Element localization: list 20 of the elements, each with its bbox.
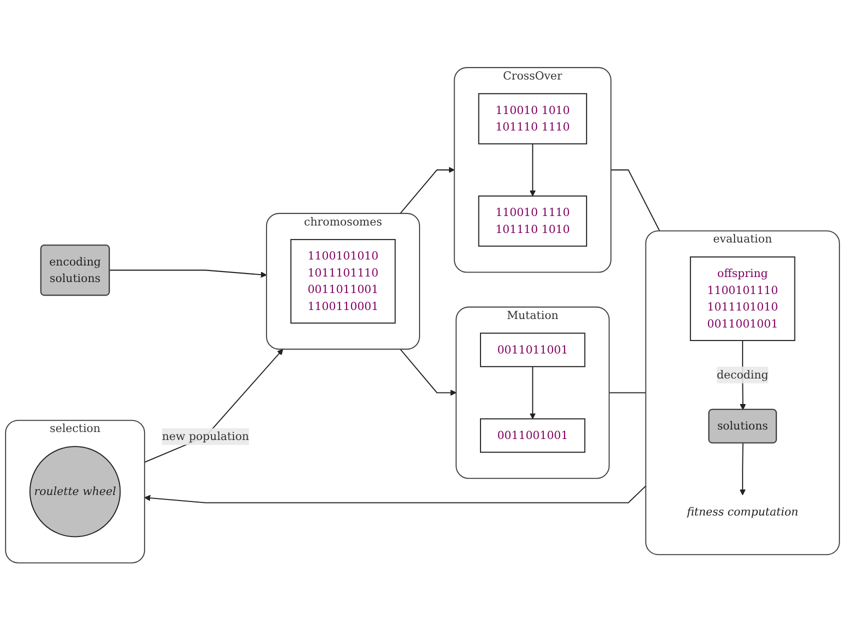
arrow bbox=[740, 444, 746, 496]
node-circle: roulette wheel bbox=[29, 446, 121, 538]
node-box: 0011001001 bbox=[480, 418, 586, 454]
node-box: 110010 1110 101110 1010 bbox=[478, 196, 588, 247]
node-box: offspring 1100101110 1011101010 0011001001 bbox=[690, 256, 796, 342]
arrow bbox=[144, 486, 646, 504]
arrow bbox=[400, 349, 456, 396]
connector bbox=[609, 392, 646, 394]
arrow bbox=[530, 366, 536, 420]
node-box: 0011011001 bbox=[480, 332, 586, 368]
arrow bbox=[400, 167, 455, 214]
arrow bbox=[530, 144, 536, 197]
node-text: fitness computation bbox=[686, 505, 798, 518]
arrow bbox=[144, 349, 284, 464]
node-box: 1100101010 1011101110 0011011001 1100110001 bbox=[290, 239, 396, 324]
edge-label: decoding bbox=[716, 368, 768, 382]
node-box: 110010 1010 101110 1110 bbox=[478, 93, 588, 145]
connector bbox=[610, 170, 660, 232]
edge-label: new population bbox=[162, 430, 250, 444]
arrow bbox=[109, 270, 267, 278]
